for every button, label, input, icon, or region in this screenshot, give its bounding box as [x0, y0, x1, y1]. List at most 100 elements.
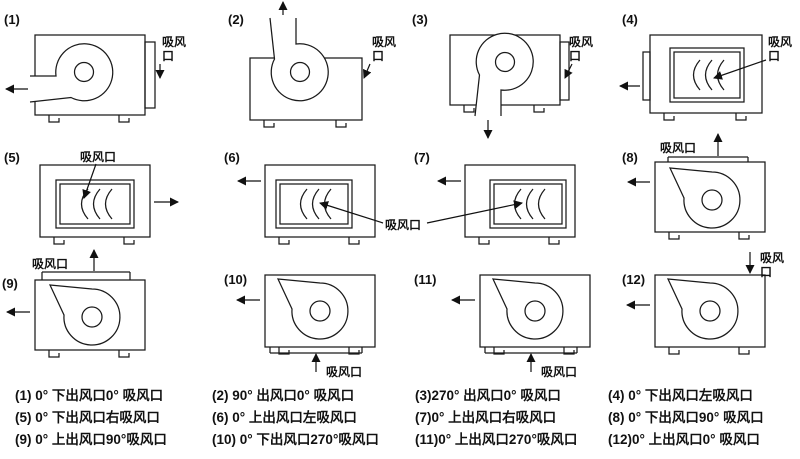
- inlet-label: 吸风: [569, 35, 593, 49]
- impeller-blade: [525, 188, 534, 220]
- unit-number: (12): [622, 272, 645, 287]
- impeller-blade: [323, 188, 332, 220]
- impeller-blade: [704, 59, 713, 91]
- fan-unit-5: (5) 吸风口: [4, 150, 179, 245]
- mount-foot: [118, 115, 130, 123]
- fan-unit-1: (1) 吸风口: [4, 12, 186, 123]
- impeller-hub: [81, 306, 103, 328]
- mount-foot: [668, 347, 680, 355]
- caption-7: (7)0° 上出风口右吸风口: [415, 410, 557, 425]
- inlet-label: 口: [162, 49, 174, 63]
- mount-foot: [48, 350, 60, 358]
- inlet-leader-arrow: [426, 200, 523, 224]
- impeller-blade: [92, 188, 101, 220]
- impeller-hub: [309, 300, 331, 322]
- inlet-label: 吸风: [162, 35, 186, 49]
- unit-number: (3): [412, 12, 428, 27]
- fan-scroll: [276, 278, 349, 340]
- mount-foot: [663, 113, 675, 121]
- mount-foot: [123, 237, 135, 245]
- fan-unit-7: (7): [414, 150, 576, 245]
- caption-4: (4) 0° 下出风口左吸风口: [608, 388, 753, 403]
- fan-unit-4: (4) 吸风口: [619, 12, 792, 121]
- fan-scroll: [269, 17, 329, 102]
- mount-foot: [563, 347, 575, 355]
- fan-scroll: [666, 278, 739, 340]
- caption-2: (2) 90° 出风口0° 吸风口: [212, 388, 355, 403]
- impeller-hub: [73, 61, 95, 83]
- mount-foot: [348, 347, 360, 355]
- impeller-blade: [537, 188, 546, 220]
- mount-foot: [335, 120, 347, 128]
- mount-foot: [278, 347, 290, 355]
- fan-unit-6: (6) 吸风口: [224, 150, 421, 245]
- fan-unit-12: (12) 吸风口: [622, 251, 784, 355]
- inlet-frame-outer: [489, 179, 567, 229]
- fan-unit-3: (3) 吸风口: [412, 12, 593, 139]
- inlet-label: 吸风口: [32, 257, 68, 271]
- unit-number: (4): [622, 12, 638, 27]
- mount-foot: [533, 105, 545, 113]
- mount-foot: [118, 350, 130, 358]
- unit-number: (5): [4, 150, 20, 165]
- inlet-label: 吸风: [768, 35, 792, 49]
- mount-foot: [738, 232, 750, 240]
- inlet-label: 吸风口: [80, 150, 116, 164]
- mount-foot: [278, 237, 290, 245]
- mount-foot: [493, 347, 505, 355]
- caption-12: (12)0° 上出风口0° 吸风口: [608, 432, 760, 447]
- unit-number: (1): [4, 12, 20, 27]
- caption-9: (9) 0° 上出风口90°吸风口: [15, 432, 167, 447]
- unit-number: (6): [224, 150, 240, 165]
- inlet-frame-inner: [59, 183, 131, 225]
- unit-number: (7): [414, 150, 430, 165]
- inlet-label: 吸风口: [541, 365, 577, 379]
- inlet-leader-arrow: [713, 59, 767, 80]
- mount-foot: [463, 105, 475, 113]
- caption-5: (5) 0° 下出风口右吸风口: [15, 410, 160, 425]
- unit-number: (2): [228, 12, 244, 27]
- fan-casing: [654, 274, 766, 348]
- mount-foot: [738, 347, 750, 355]
- airflow-arrow: [564, 63, 573, 79]
- impeller-hub: [524, 300, 546, 322]
- fan-casing: [264, 164, 376, 238]
- fan-scroll: [29, 43, 114, 103]
- caption-11: (11)0° 上出风口270°吸风口: [415, 432, 578, 447]
- inlet-frame-outer: [275, 179, 353, 229]
- unit-number: (10): [224, 272, 247, 287]
- inlet-frame-inner: [279, 183, 349, 225]
- impeller-hub: [699, 300, 721, 322]
- mount-foot: [348, 237, 360, 245]
- impeller-hub: [494, 51, 516, 73]
- mount-foot: [53, 237, 65, 245]
- airflow-arrow: [363, 63, 372, 79]
- mount-foot: [263, 120, 275, 128]
- impeller-blade: [104, 188, 113, 220]
- fan-unit-10: (10)吸风口: [224, 272, 376, 379]
- inlet-label: 吸风口: [385, 218, 421, 232]
- impeller-blade: [311, 188, 320, 220]
- inlet-label: 吸风: [760, 251, 784, 265]
- fan-casing: [464, 164, 576, 238]
- caption-1: (1) 0° 下出风口0° 吸风口: [15, 388, 164, 403]
- mount-foot: [668, 232, 680, 240]
- unit-number: (9): [2, 276, 18, 291]
- inlet-label: 口: [569, 49, 581, 63]
- caption-10: (10) 0° 下出风口270°吸风口: [212, 432, 379, 447]
- fan-unit-9: (9) 吸风口: [2, 249, 146, 358]
- impeller-blade: [692, 59, 701, 91]
- inlet-leader-arrow: [319, 201, 384, 224]
- mount-foot: [478, 237, 490, 245]
- fan-casing: [34, 279, 146, 351]
- inlet-label: 口: [372, 49, 384, 63]
- mount-foot: [548, 237, 560, 245]
- inlet-label: 口: [760, 265, 772, 279]
- impeller-blade: [80, 188, 89, 220]
- inlet-frame-inner: [493, 183, 563, 225]
- mount-foot: [48, 115, 60, 123]
- fan-casing: [264, 274, 376, 348]
- inlet-label: 口: [768, 49, 780, 63]
- impeller-hub: [289, 61, 311, 83]
